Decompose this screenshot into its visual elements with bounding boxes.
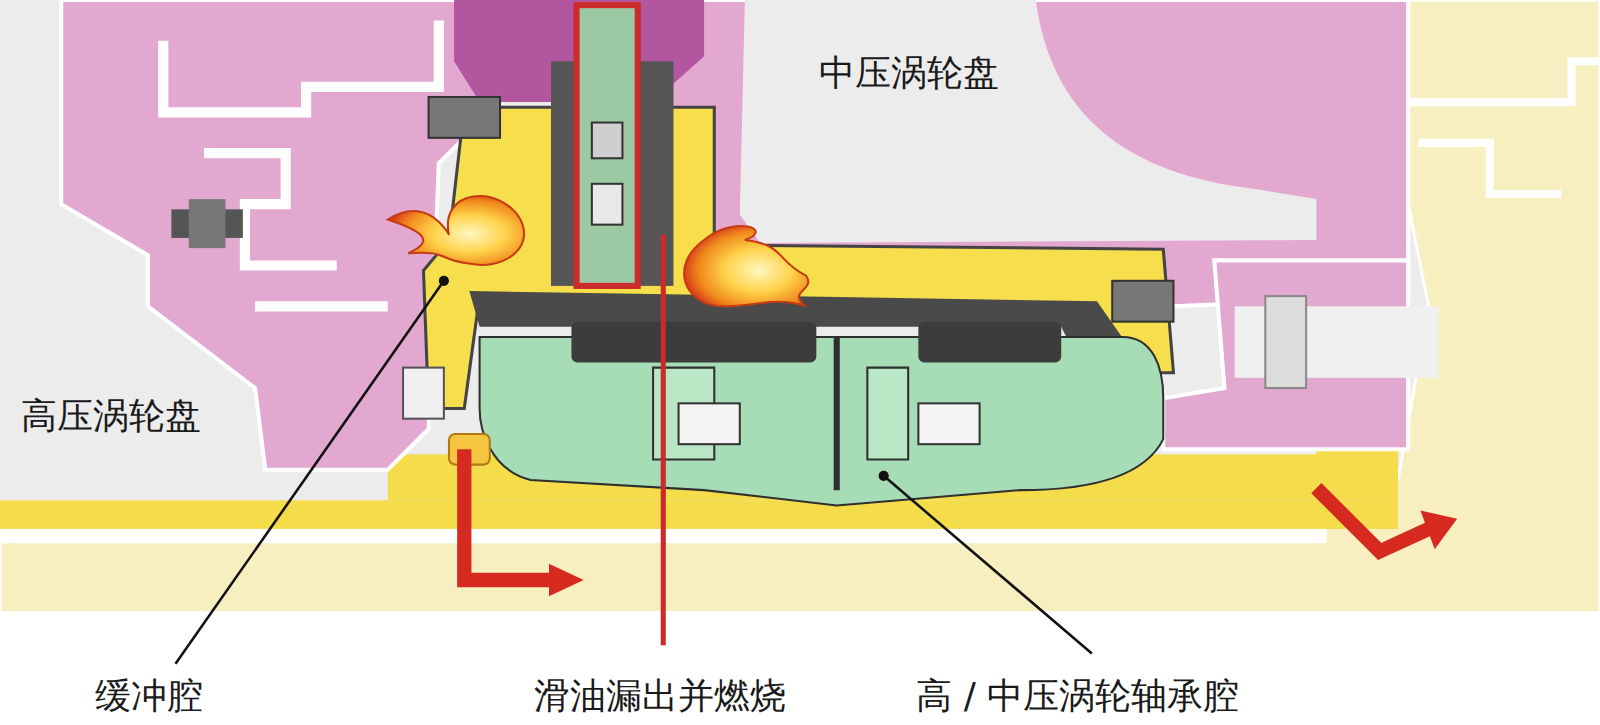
callout-label: 缓冲腔 xyxy=(92,676,206,716)
callout-label: 高 / 中压涡轮轴承腔 xyxy=(913,676,1242,716)
part-name: 高压涡轮盘 xyxy=(18,396,204,436)
callout-label: 滑油漏出并燃烧 xyxy=(531,676,789,716)
part-name: 中压涡轮盘 xyxy=(816,53,1002,93)
